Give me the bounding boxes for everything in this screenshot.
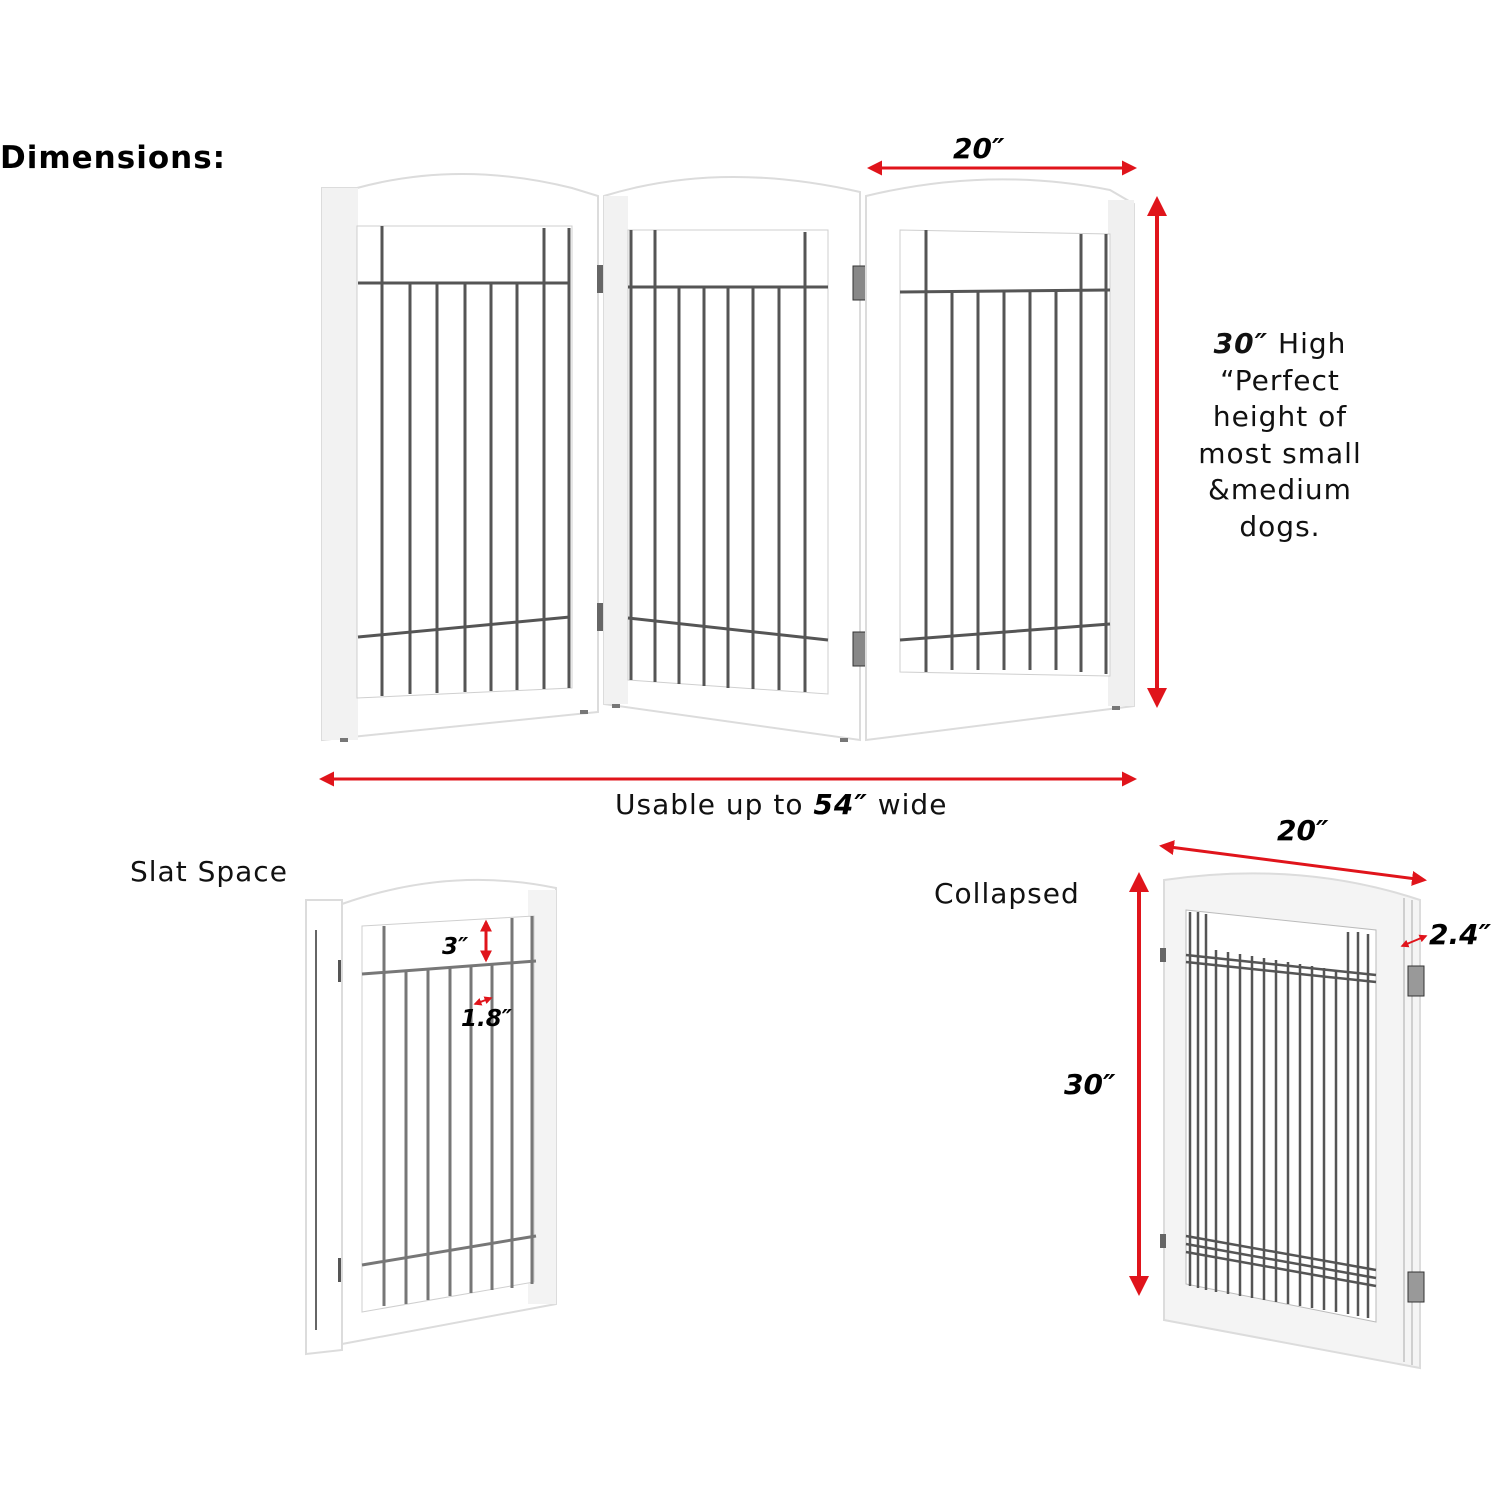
height-note-line: dogs.: [1239, 509, 1321, 543]
height-note: 30″ High “Perfect height of most small &…: [1190, 326, 1370, 545]
collapsed-depth-arrow: [1400, 934, 1428, 948]
collapsed-width-arrow: [1159, 840, 1427, 886]
slat-gap-label: 1.8″: [461, 1006, 513, 1032]
slat-space-title: Slat Space: [130, 855, 288, 888]
height-note-line: &medium: [1208, 473, 1352, 506]
gate-panel-middle: [603, 175, 861, 742]
total-width-suffix: wide: [867, 788, 948, 821]
hinge-icon: [597, 265, 603, 631]
gate-panel-right: [865, 178, 1135, 742]
gate-panel-left: [321, 173, 599, 742]
height-value: 30″: [1213, 327, 1269, 360]
collapsed-gate: [1160, 872, 1425, 1370]
collapsed-height-label: 30″: [1064, 1068, 1116, 1101]
height-note-line: most small: [1198, 436, 1362, 470]
height-note-line: height of: [1212, 400, 1348, 433]
height-suffix: High: [1268, 327, 1347, 360]
height-note-line: “Perfect: [1220, 363, 1340, 397]
total-width-prefix: Usable up to: [615, 788, 814, 821]
collapsed-depth-label: 2.4″: [1429, 918, 1492, 951]
collapsed-title: Collapsed: [934, 877, 1080, 910]
total-width-label: Usable up to 54″ wide: [615, 788, 947, 821]
collapsed-width-label: 20″: [1277, 814, 1329, 847]
height-note-title: 30″ High: [1190, 326, 1370, 363]
slat-gap-arrow: [473, 996, 493, 1006]
panel-width-label: 20″: [953, 132, 1005, 165]
total-width-value: 54″: [813, 788, 868, 821]
slat-space-gate: [305, 879, 557, 1356]
dimensions-heading: Dimensions:: [0, 140, 227, 176]
top-gap-label: 3″: [442, 934, 469, 960]
